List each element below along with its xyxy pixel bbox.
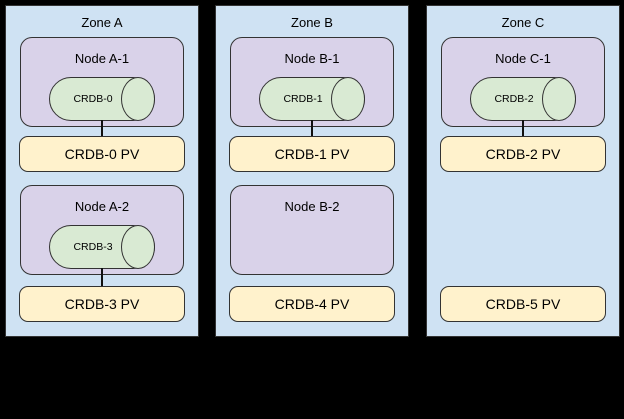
node-b-1: Node B-1 CRDB-1 — [230, 37, 394, 127]
node-b-2: Node B-2 — [230, 185, 394, 275]
pod-label: CRDB-0 — [73, 93, 113, 105]
node-label: Node A-1 — [74, 51, 130, 66]
pod-crdb-3: CRDB-3 — [49, 225, 155, 269]
node-label: Node B-1 — [284, 51, 340, 66]
node-label: Node C-1 — [495, 51, 551, 66]
zone-c: Zone C Node C-1 CRDB-2 CRDB-2 PV CRDB-5 … — [426, 5, 620, 337]
pv-crdb-4: CRDB-4 PV — [229, 286, 395, 322]
pod-crdb-2: CRDB-2 — [470, 77, 576, 121]
pod-pv-connector — [101, 120, 103, 137]
pod-label: CRDB-1 — [283, 93, 323, 105]
zone-label: Zone C — [501, 15, 545, 30]
node-label: Node B-2 — [284, 199, 340, 214]
pv-crdb-2: CRDB-2 PV — [440, 136, 606, 172]
zone-label: Zone B — [291, 15, 333, 30]
cylinder-cap-icon — [542, 77, 576, 121]
zone-a: Zone A Node A-1 CRDB-0 CRDB-0 PV Node A-… — [5, 5, 199, 337]
cylinder-cap-icon — [331, 77, 365, 121]
pod-crdb-0: CRDB-0 — [49, 77, 155, 121]
node-a-2: Node A-2 CRDB-3 — [20, 185, 184, 275]
node-c-1: Node C-1 CRDB-2 — [441, 37, 605, 127]
pod-pv-connector — [101, 268, 103, 287]
pv-crdb-1: CRDB-1 PV — [229, 136, 395, 172]
pod-label: CRDB-2 — [494, 93, 534, 105]
pod-pv-connector — [311, 120, 313, 137]
node-a-1: Node A-1 CRDB-0 — [20, 37, 184, 127]
pv-crdb-0: CRDB-0 PV — [19, 136, 185, 172]
pod-crdb-1: CRDB-1 — [259, 77, 365, 121]
pod-label: CRDB-3 — [73, 241, 113, 253]
pod-pv-connector — [522, 120, 524, 137]
pv-crdb-3: CRDB-3 PV — [19, 286, 185, 322]
zone-b: Zone B Node B-1 CRDB-1 CRDB-1 PV Node B-… — [215, 5, 409, 337]
cylinder-cap-icon — [121, 77, 155, 121]
zone-label: Zone A — [81, 15, 123, 30]
node-label: Node A-2 — [74, 199, 130, 214]
cylinder-cap-icon — [121, 225, 155, 269]
pv-crdb-5: CRDB-5 PV — [440, 286, 606, 322]
